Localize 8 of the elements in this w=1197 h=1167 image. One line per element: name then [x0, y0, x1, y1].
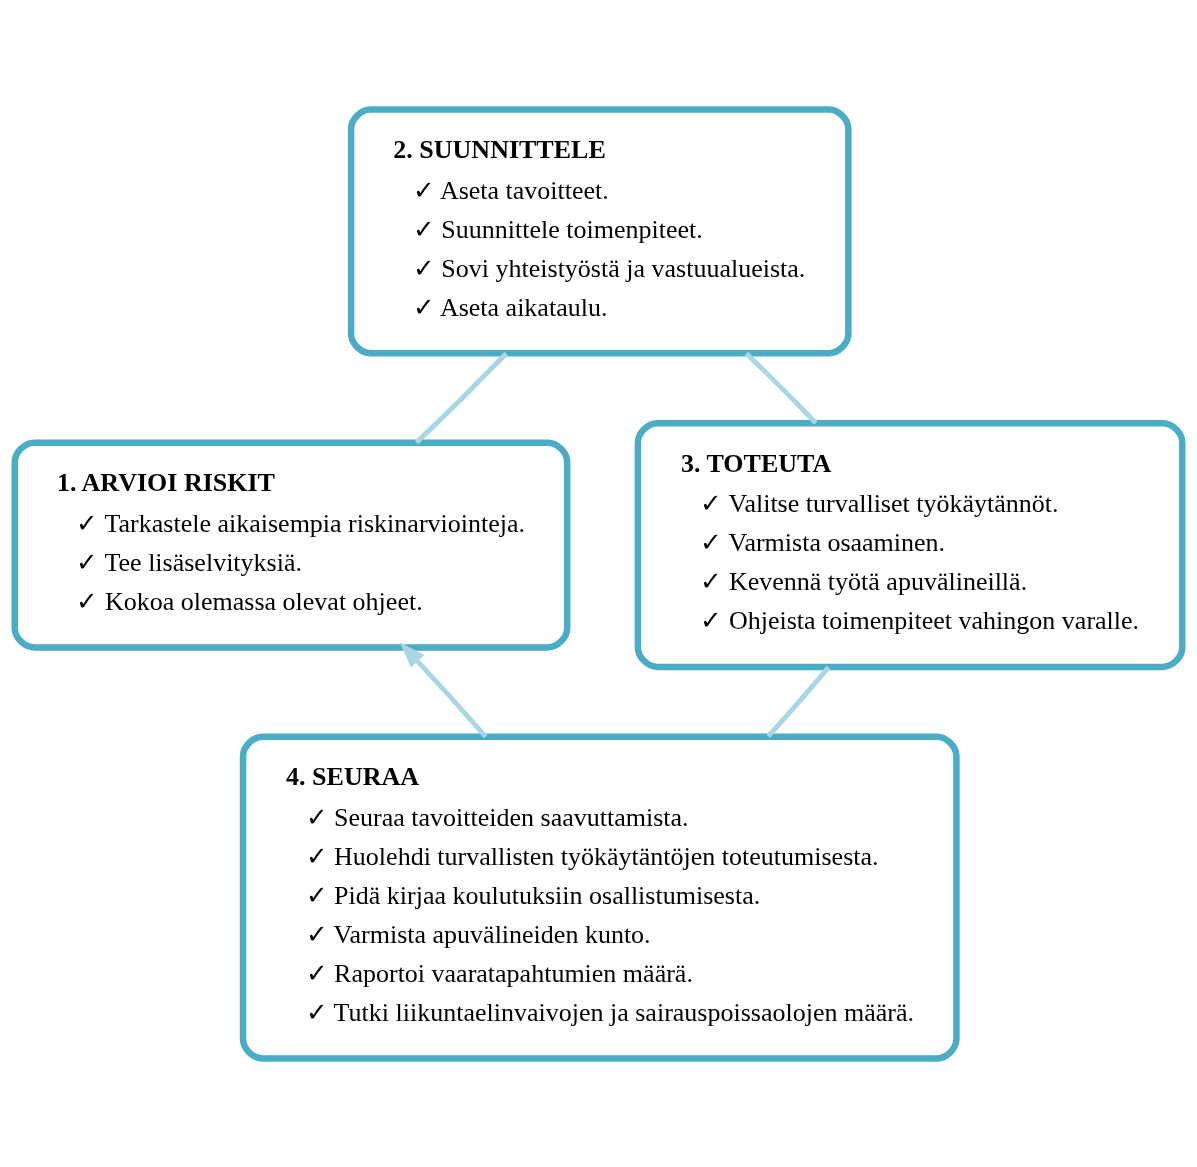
node-box: 4. SEURAA ✓ Seuraa tavoitteiden saavuttamista. ✓ Huolehdi turvallisten työkäytäntöjen toteutumisesta. ✓ Pidä kirjaa koulutuksiin osallistumisesta. ✓ Varmista apuvälineiden kunto. ✓ Raportoi vaaratapahtumien määrä. ✓ Tutki liikuntaelinvaivojen ja sairauspoissaolojen määrä. — [239, 733, 960, 1062]
connector — [766, 665, 831, 738]
node-box: 2. SUUNNITTELE ✓ Aseta tavoitteet. ✓ Suunnittele toimenpiteet. ✓ Sovi yhteistyöstä ja vastuualueista. ✓ Aseta aikataulu. — [347, 105, 852, 356]
node-box: 1. ARVIOI RISKIT ✓ Tarkastele aikaisempia riskinarviointeja. ✓ Tee lisäselvityksiä. ✓ Kokoa olemassa olevat ohjeet. — [11, 438, 571, 651]
arrow — [399, 641, 488, 738]
node-box: 3. TOTEUTA ✓ Valitse turvalliset työkäytännöt. ✓ Varmista osaaminen. ✓ Kevennä työtä apuvälineillä. ✓ Ohjeista toimenpiteet vahingon varalle. — [634, 419, 1186, 670]
connector — [744, 351, 818, 425]
connector — [414, 351, 508, 444]
